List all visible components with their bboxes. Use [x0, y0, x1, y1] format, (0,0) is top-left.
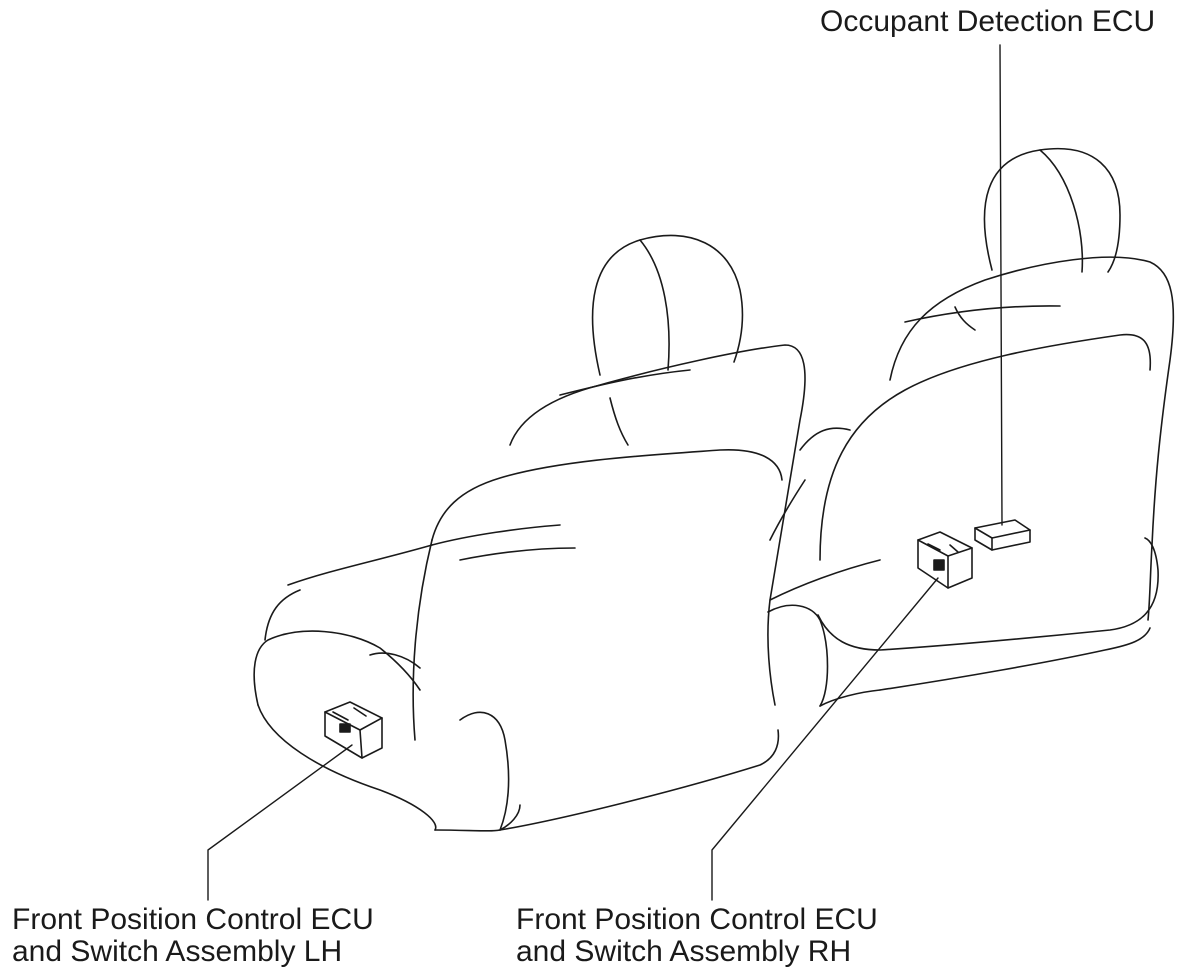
- leader-line-rh: [711, 577, 939, 901]
- switch-assembly-rh-label-line2: and Switch Assembly RH: [516, 935, 852, 968]
- right-seat-headrest: [983, 147, 1121, 273]
- leader-line-occupant-ecu: [999, 44, 1003, 526]
- switch-assembly-rh-label-line1: Front Position Control ECU: [516, 903, 878, 936]
- leader-lines: [207, 44, 1003, 901]
- switch-assembly-rh-part: [917, 531, 973, 589]
- switch-assembly-lh-label-line2: and Switch Assembly LH: [12, 935, 343, 968]
- switch-assembly-lh-label: Front Position Control ECU and Switch As…: [12, 904, 374, 968]
- switch-assembly-rh-label: Front Position Control ECU and Switch As…: [516, 904, 878, 968]
- occupant-detection-ecu-label: Occupant Detection ECU: [820, 5, 1156, 38]
- left-seat-cushion: [287, 544, 433, 586]
- occupant-detection-ecu-part: [974, 519, 1031, 551]
- right-seat: [767, 147, 1175, 707]
- left-seat-headrest: [591, 234, 744, 376]
- leader-line-lh: [207, 744, 353, 901]
- right-seat-cushion: [769, 559, 881, 601]
- switch-assembly-lh-label-line1: Front Position Control ECU: [12, 903, 374, 936]
- switch-assembly-lh-part: [324, 701, 383, 759]
- left-seat: [253, 234, 806, 832]
